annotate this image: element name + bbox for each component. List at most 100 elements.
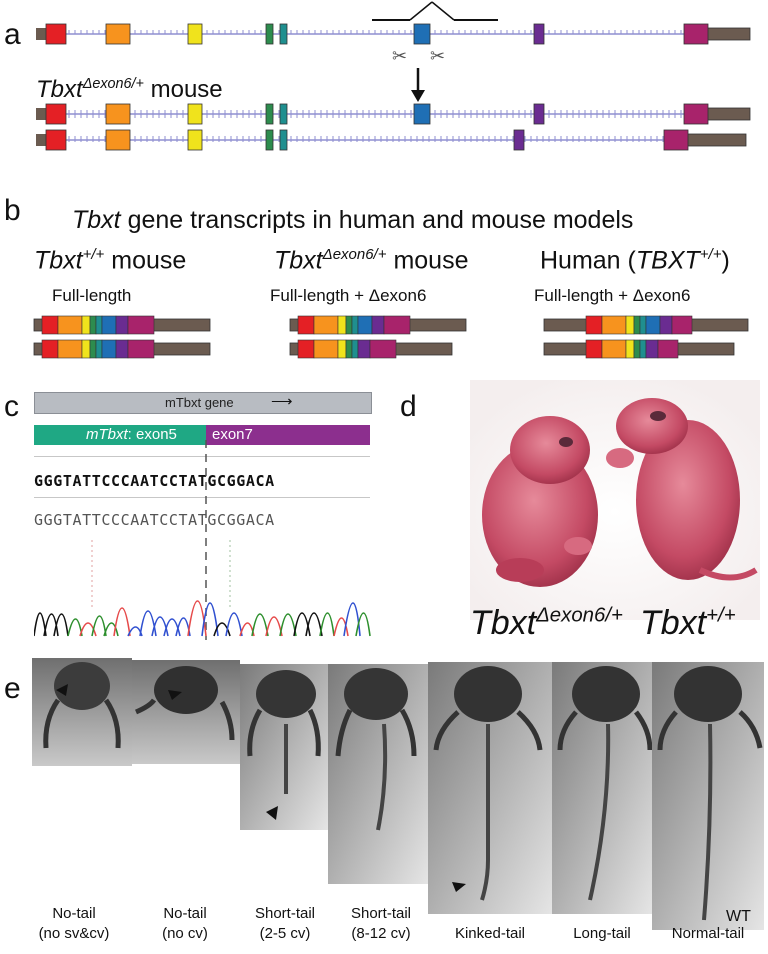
model-suffix: mouse	[386, 246, 469, 275]
xray-kinked-tail	[428, 662, 552, 914]
read-sequence: GGGTATTCCCAATCCTATGCGGACA	[34, 511, 275, 529]
pup-sup: Δexon6/+	[536, 604, 623, 627]
svg-text:✂: ✂	[430, 46, 445, 67]
panel-a-mouse-label: TbxtΔexon6/+ mouse	[36, 76, 223, 104]
caption-line2: Normal-tail	[671, 925, 745, 942]
caption-line1	[654, 904, 762, 924]
model-title-mutant-mouse: TbxtΔexon6/+ mouse	[274, 246, 468, 275]
exon5-label: mTbxt: exon5	[86, 426, 177, 443]
model-suffix: mouse	[104, 246, 187, 275]
splice-junction-lines	[372, 1, 498, 21]
caption-short-tail-1: Short-tail (2-5 cv)	[238, 904, 332, 945]
arrowhead-icon	[452, 882, 466, 892]
caption-line1: No-tail	[163, 905, 207, 922]
exon5-bar: mTbxt: exon5	[34, 425, 206, 445]
model-sub-mutant: Full-length + Δexon6	[270, 286, 427, 305]
panel-b-letter: b	[4, 194, 21, 227]
scissors-icon: ✂ ✂	[392, 46, 445, 67]
panel-d-letter: d	[400, 390, 417, 423]
panel-c-letter: c	[4, 390, 19, 423]
panel-e-letter: e	[4, 672, 21, 705]
model-sup: +/+	[82, 246, 105, 263]
xray-short-tail-2	[328, 664, 428, 884]
transcript-mutant-full	[289, 315, 467, 335]
transcript-human-full	[543, 315, 749, 335]
xray-no-tail-2	[132, 660, 240, 764]
seq-mid-divider	[34, 497, 370, 498]
pups-photo	[470, 380, 760, 620]
caption-kinked-tail: Kinked-tail	[432, 904, 548, 944]
seq-top-divider	[34, 456, 370, 457]
transcript-wt-full-1	[33, 315, 211, 335]
caption-long-tail: Long-tail	[556, 904, 648, 944]
model-sup: Δexon6/+	[322, 246, 387, 263]
model-sub-human: Full-length + Δexon6	[534, 286, 691, 305]
model-close: )	[721, 246, 730, 275]
model-sup: +/+	[699, 246, 722, 263]
exon7-bar: exon7	[206, 425, 370, 445]
caption-line2: (no sv&cv)	[38, 925, 110, 943]
exon7-label: exon7	[212, 426, 253, 443]
caption-line2: Kinked-tail	[454, 925, 526, 942]
arrowhead-icon	[266, 806, 278, 820]
transcript-human-delta	[543, 339, 735, 359]
wildtype-pup-label: Tbxt+/+	[640, 604, 736, 643]
transcript-mutant-delta	[289, 339, 453, 359]
panel-b-title-rest: gene transcripts in human and mouse mode…	[120, 206, 634, 234]
panel-b-title-gene: Tbxt	[72, 206, 121, 234]
caption-no-tail-1: No-tail (no sv&cv)	[26, 904, 122, 945]
pup-sup: +/+	[706, 604, 736, 627]
mutant-pup	[482, 416, 598, 587]
gene-row-wildtype	[36, 23, 751, 45]
exon5-gene: mTbxt	[86, 426, 128, 443]
caption-line1: Short-tail	[350, 905, 412, 922]
model-title-wt-mouse: Tbxt+/+ mouse	[34, 246, 186, 275]
model-title-human: Human (TBXT+/+)	[540, 246, 730, 275]
gene-row-allele-1	[36, 103, 751, 125]
gene-row-allele-2	[36, 129, 747, 151]
caption-line2: (2-5 cv)	[259, 925, 311, 943]
panel-a-letter: a	[4, 18, 21, 51]
arrowhead-icon	[56, 684, 68, 696]
model-gene: Tbxt	[34, 246, 83, 275]
caption-line1: No-tail	[52, 905, 96, 922]
arrowhead-icon	[168, 690, 182, 700]
caption-line2: (8-12 cv)	[351, 925, 411, 943]
xray-normal-tail	[652, 662, 764, 930]
model-gene: Tbxt	[274, 246, 323, 275]
panel-b-title: Tbxt gene transcripts in human and mouse…	[72, 206, 633, 235]
chromatogram	[34, 440, 371, 640]
wildtype-pup	[606, 398, 758, 581]
model-prefix: Human (	[540, 246, 636, 275]
xray-long-tail	[552, 662, 653, 914]
mouse-label-allele: Δexon6/+	[82, 76, 144, 92]
gene-bar-label: mTbxt gene	[165, 395, 234, 410]
mouse-label-suffix: mouse	[143, 76, 223, 103]
model-gene: TBXT	[635, 246, 700, 275]
arrow-down-icon	[411, 68, 425, 102]
caption-normal-tail: Normal-tail	[654, 904, 762, 944]
pup-gene: Tbxt	[640, 604, 707, 642]
exon5-text: : exon5	[127, 426, 177, 443]
caption-line1	[432, 904, 548, 924]
panel-b-transcripts	[33, 315, 749, 359]
wt-label: WT	[726, 908, 751, 925]
mouse-label-gene: Tbxt	[36, 76, 83, 103]
caption-no-tail-2: No-tail (no cv)	[140, 904, 230, 945]
direction-arrow-icon: ⟶	[271, 393, 293, 410]
panel-a-gene-structure: ✂ ✂	[36, 1, 751, 151]
xray-no-tail-1	[32, 658, 132, 766]
xray-short-tail-1	[240, 664, 328, 830]
caption-short-tail-2: Short-tail (8-12 cv)	[334, 904, 428, 945]
caption-line2: (no cv)	[162, 925, 208, 943]
mutant-pup-label: TbxtΔexon6/+	[470, 604, 623, 643]
caption-line2: Long-tail	[573, 925, 631, 942]
caption-line1: Short-tail	[254, 905, 316, 922]
svg-text:✂: ✂	[392, 46, 407, 67]
consensus-sequence: GGGTATTCCCAATCCTATGCGGACA	[34, 472, 275, 490]
model-sub-wt: Full-length	[52, 286, 132, 305]
pup-gene: Tbxt	[470, 604, 537, 642]
caption-line1	[556, 904, 648, 924]
transcript-wt-full-2	[33, 339, 211, 359]
